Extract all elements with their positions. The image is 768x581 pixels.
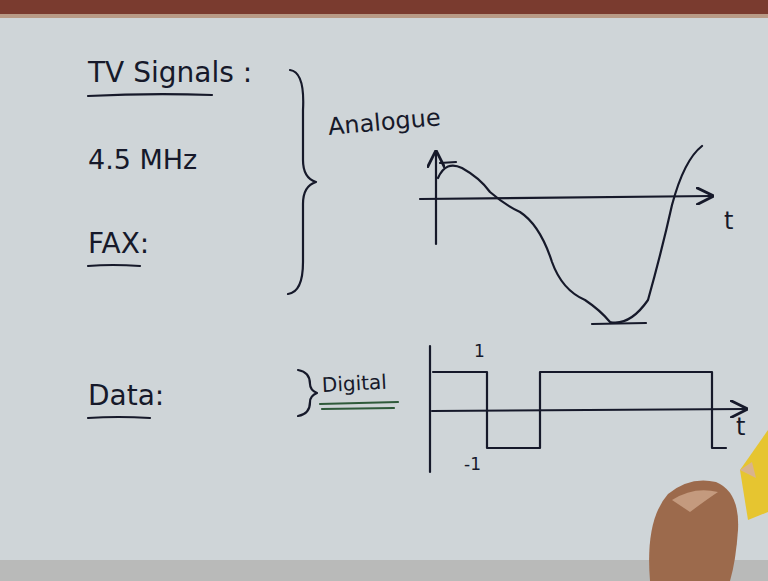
label-slot: 1 — [474, 342, 485, 361]
label-slot: Digital — [321, 371, 387, 396]
category-label: Digital — [321, 371, 387, 396]
pencil-tip — [740, 462, 756, 478]
axis-label: t — [736, 414, 745, 440]
underline — [88, 265, 140, 266]
axis-label: t — [724, 208, 733, 234]
heading-label: TV Signals : — [88, 58, 252, 89]
frame-edge — [0, 14, 768, 18]
label-slot: t — [724, 208, 733, 234]
axis — [432, 409, 746, 411]
level-label: 1 — [474, 342, 485, 361]
underline — [88, 94, 212, 96]
trough-line — [592, 323, 646, 324]
frame-strip — [0, 0, 768, 14]
label-slot: -1 — [464, 455, 481, 474]
heading-label: Data: — [88, 381, 164, 412]
underline — [320, 402, 398, 404]
finger — [649, 481, 738, 581]
heading-label: FAX: — [88, 229, 149, 260]
axis — [420, 196, 712, 199]
frequency-label: 4.5 MHz — [88, 145, 197, 175]
label-slot: TV Signals : — [88, 58, 252, 89]
analog-waveform — [438, 146, 702, 323]
underline — [88, 417, 150, 418]
label-slot: FAX: — [88, 229, 149, 260]
label-slot: 4.5 MHz — [88, 145, 197, 175]
pencil — [740, 430, 768, 520]
underline — [322, 408, 394, 409]
level-label: -1 — [464, 455, 481, 474]
tick-mark — [440, 162, 456, 163]
label-slot: t — [736, 414, 745, 440]
axis — [429, 346, 431, 472]
label-slot: Data: — [88, 381, 164, 412]
bracket — [298, 370, 317, 416]
bracket — [288, 70, 316, 294]
digital-waveform — [433, 372, 726, 448]
fingernail — [672, 490, 718, 512]
